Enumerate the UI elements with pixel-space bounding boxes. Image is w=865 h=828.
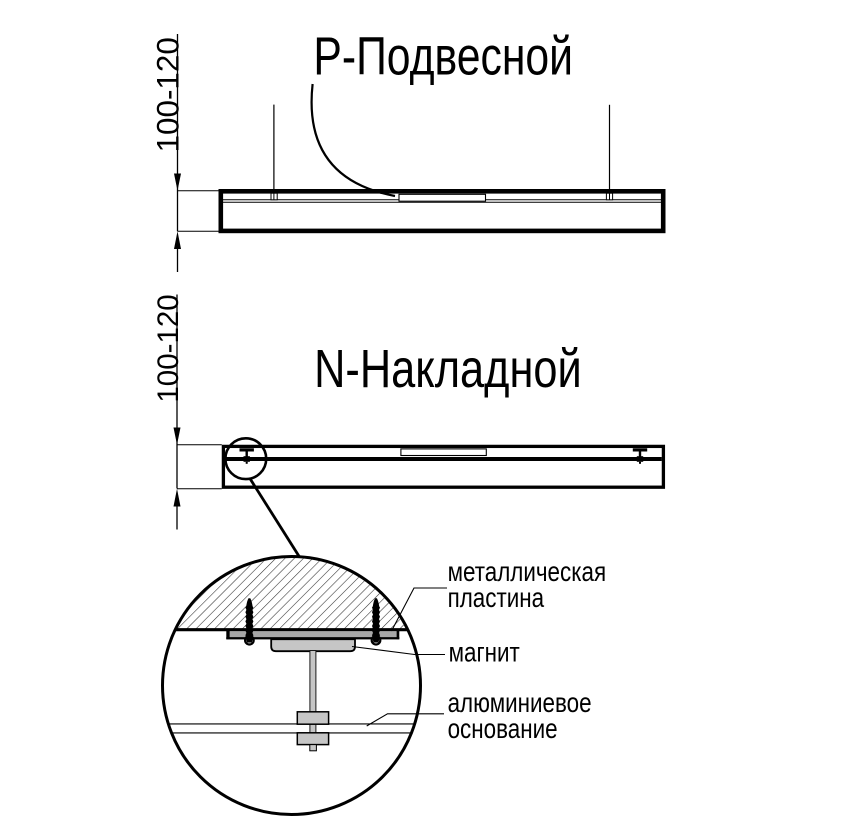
svg-text:основание: основание	[448, 714, 558, 745]
svg-text:Р-Подвесной: Р-Подвесной	[313, 27, 573, 87]
svg-text:магнит: магнит	[449, 637, 521, 668]
svg-text:пластина: пластина	[448, 583, 545, 614]
svg-text:100-120: 100-120	[150, 37, 185, 152]
svg-text:N-Накладной: N-Накладной	[314, 340, 582, 400]
svg-text:алюминиевое: алюминиевое	[448, 688, 592, 719]
svg-text:100-120: 100-120	[152, 294, 185, 402]
svg-text:металлическая: металлическая	[448, 557, 606, 588]
